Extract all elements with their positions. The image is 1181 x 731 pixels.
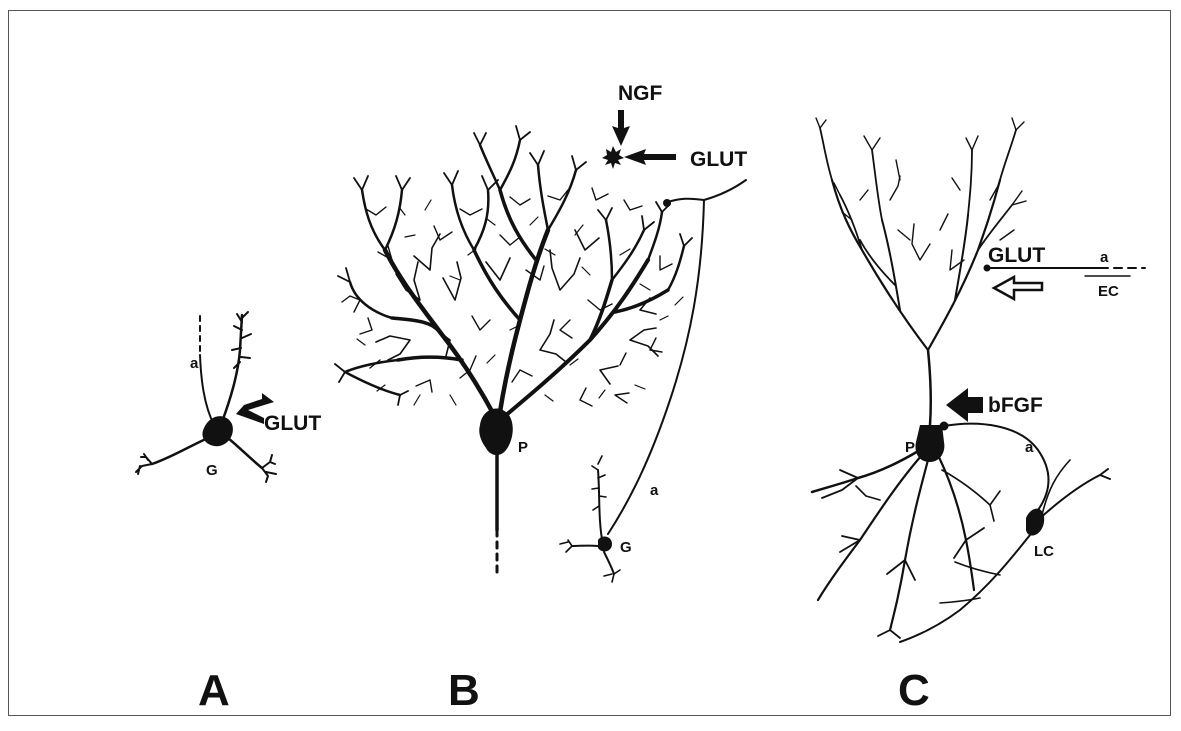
figure-frame	[8, 10, 1171, 716]
